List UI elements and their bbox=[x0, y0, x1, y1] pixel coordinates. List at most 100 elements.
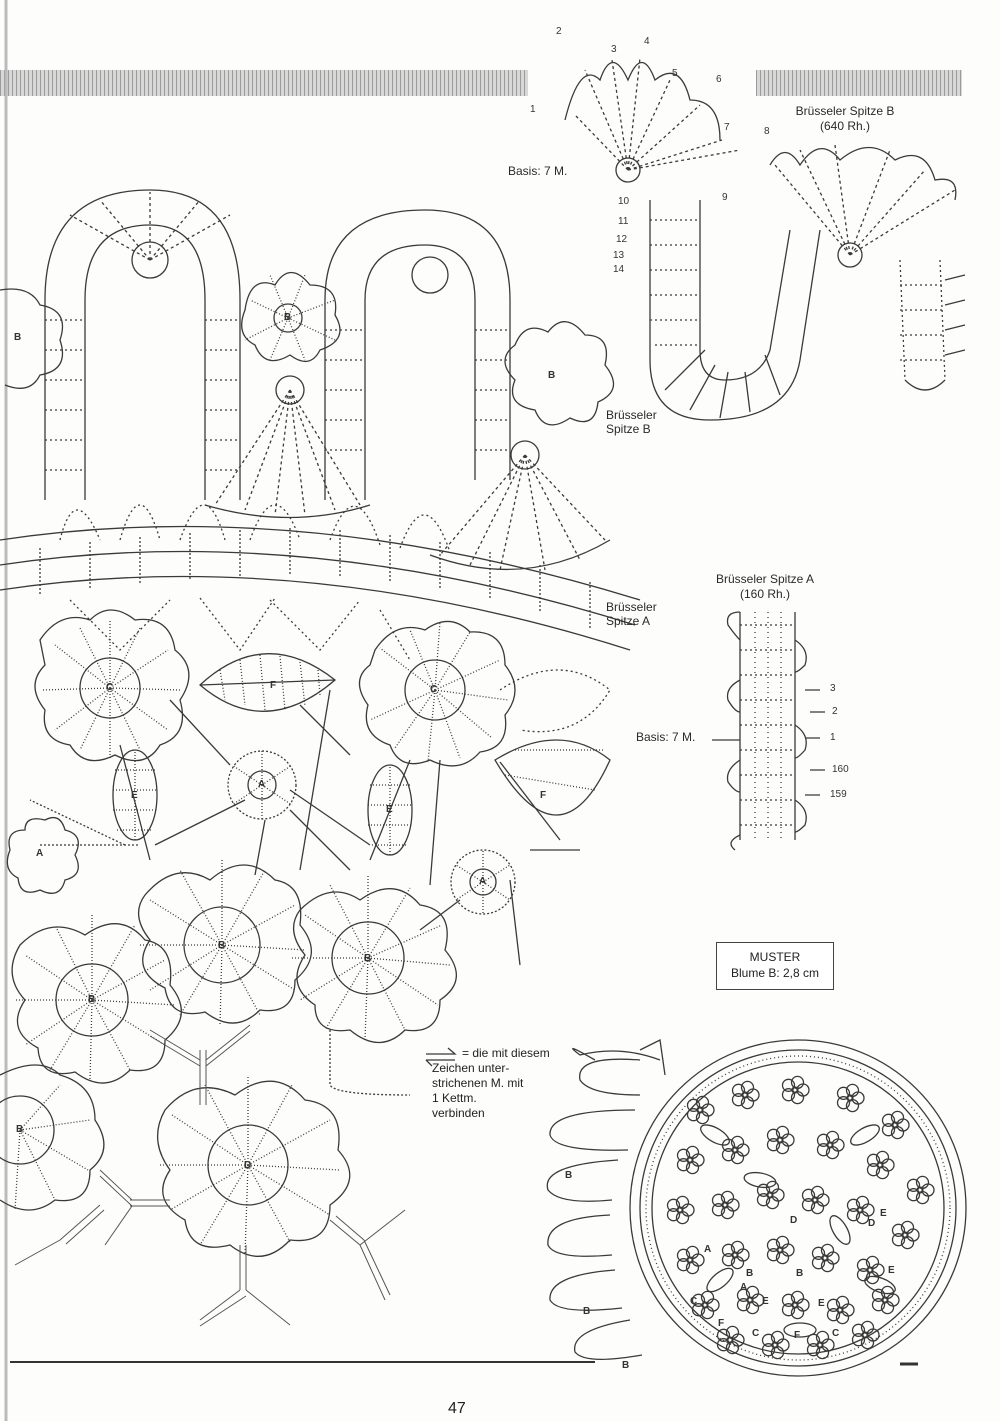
doily-motif-letter: F bbox=[794, 1330, 801, 1341]
row-number: 13 bbox=[613, 250, 625, 261]
page-number: 47 bbox=[448, 1400, 466, 1417]
doily-motif-letter: C bbox=[690, 1296, 698, 1307]
flower-b-left bbox=[11, 915, 183, 1084]
doily-motif-letter: E bbox=[880, 1208, 887, 1219]
chain-loops bbox=[59, 504, 451, 553]
leaf-f-middle bbox=[199, 653, 337, 712]
diamond-links bbox=[69, 597, 411, 661]
doily-motif-letter: D bbox=[790, 1215, 798, 1226]
doily-motif-letter: B bbox=[583, 1306, 591, 1317]
spoke-number: 8 bbox=[764, 126, 770, 137]
row-number-a: 2 bbox=[832, 706, 838, 717]
spoke-number: 3 bbox=[611, 44, 617, 55]
legend-line: Zeichen unter- bbox=[432, 1061, 510, 1075]
flower-c-right bbox=[358, 620, 516, 767]
motif-letter-e: E bbox=[386, 804, 393, 815]
flower-b-outline-left bbox=[0, 288, 64, 389]
flower-a-center bbox=[227, 750, 297, 820]
bruessel-a-inline-label: Brüsseler Spitze A bbox=[606, 600, 657, 628]
bruessel-a-rows: (160 Rh.) bbox=[739, 587, 791, 601]
bruessel-a-sample bbox=[712, 611, 807, 851]
motif-letter-b: B bbox=[88, 994, 96, 1005]
spoke-number: 6 bbox=[716, 74, 722, 85]
flower-c-left bbox=[34, 609, 190, 762]
bruessel-a-title: Brüsseler Spitze A bbox=[715, 572, 815, 586]
header-bar-right bbox=[756, 70, 962, 96]
leaf-e-left bbox=[112, 749, 158, 841]
basis-top-label: Basis: 7 M. bbox=[508, 164, 568, 178]
row-number: 12 bbox=[616, 234, 628, 245]
doily-motif-letter: B bbox=[796, 1268, 804, 1279]
flower-b-outline-right bbox=[504, 321, 615, 426]
legend-line: 1 Kettm. bbox=[432, 1091, 477, 1105]
muster-size: Blume B: 2,8 cm bbox=[730, 966, 820, 980]
doily-motif-letter: A bbox=[740, 1282, 748, 1293]
row-number: 10 bbox=[618, 196, 630, 207]
bruessel-b-inline-label: Brüsseler Spitze B bbox=[606, 408, 657, 436]
row-number: 11 bbox=[618, 216, 629, 227]
doily-motif-letter: C bbox=[752, 1328, 760, 1339]
bruessel-b-rows: (640 Rh.) bbox=[819, 119, 871, 133]
spoke-number: 1 bbox=[530, 104, 536, 115]
large-loop-middle bbox=[324, 209, 511, 500]
motif-letter-b: B bbox=[364, 953, 372, 964]
row-number: 14 bbox=[613, 264, 625, 275]
legend-text: = die mit diesem Zeichen unter- strichen… bbox=[432, 1046, 550, 1121]
motif-letter-b: B bbox=[548, 370, 556, 381]
header-bar-left bbox=[0, 70, 528, 96]
flower-b-right bbox=[290, 875, 458, 1043]
motif-letter-b: B bbox=[218, 940, 226, 951]
basis-a-label: Basis: 7 M. bbox=[636, 730, 696, 744]
bar-connectors bbox=[14, 1024, 406, 1327]
legend-line: strichenen M. mit bbox=[432, 1076, 524, 1090]
motif-letter-b: B bbox=[16, 1124, 24, 1135]
flower-b-upper bbox=[241, 271, 341, 362]
motif-letter-c: C bbox=[106, 682, 114, 693]
row-number-a: 159 bbox=[830, 789, 847, 800]
doily-motif-letter: B bbox=[565, 1170, 573, 1181]
legend-line: verbinden bbox=[432, 1106, 485, 1120]
legend-line: = die mit diesem bbox=[462, 1046, 550, 1060]
row-number-a: 1 bbox=[830, 732, 836, 743]
row-arrows-a bbox=[805, 689, 825, 796]
muster-box: MUSTER Blume B: 2,8 cm bbox=[716, 942, 834, 990]
motif-letter-f: F bbox=[270, 680, 277, 691]
spoke-number: 4 bbox=[644, 36, 650, 47]
row-number-a: 160 bbox=[832, 764, 849, 775]
legend-symbol bbox=[425, 1047, 457, 1067]
motif-letter-b: B bbox=[14, 332, 22, 343]
doily-motif-letter: B bbox=[746, 1268, 754, 1279]
bruessel-b-band bbox=[649, 144, 966, 421]
leaf-f-right bbox=[494, 739, 611, 841]
fan-start-b bbox=[564, 57, 741, 183]
row-number: 9 bbox=[722, 192, 728, 203]
center-fan bbox=[204, 375, 371, 519]
flower-a-right bbox=[450, 849, 516, 915]
flower-a-outline-left bbox=[6, 816, 79, 894]
doily-motif-letter: C bbox=[832, 1328, 840, 1339]
spoke-number: 5 bbox=[672, 68, 678, 79]
doily-motif-letter: F bbox=[718, 1318, 725, 1329]
right-fan bbox=[429, 440, 611, 571]
bruessel-b-title: Brüsseler Spitze B bbox=[795, 104, 895, 118]
motif-letter-e: E bbox=[131, 790, 138, 801]
flower-b-center bbox=[138, 860, 313, 1026]
doily-motif-letter: B bbox=[622, 1360, 630, 1371]
row-number-a: 3 bbox=[830, 683, 836, 694]
leaf-e-right bbox=[367, 764, 413, 856]
flower-d bbox=[156, 1075, 351, 1258]
muster-title: MUSTER bbox=[749, 950, 801, 964]
motif-letter-b: B bbox=[284, 312, 292, 323]
connecting-chains bbox=[29, 689, 580, 1096]
motif-letter-d: D bbox=[244, 1160, 252, 1171]
doily-motif-letter: E bbox=[818, 1298, 825, 1309]
motif-letter-a: A bbox=[258, 779, 266, 790]
flower-b-bottom-left bbox=[0, 1064, 105, 1211]
motif-letter-f: F bbox=[540, 790, 547, 801]
doily-motif-letter: E bbox=[762, 1296, 769, 1307]
motif-letter-a: A bbox=[36, 848, 44, 859]
doily-motif-letter: D bbox=[868, 1218, 876, 1229]
leaf-partial-right bbox=[499, 669, 611, 733]
